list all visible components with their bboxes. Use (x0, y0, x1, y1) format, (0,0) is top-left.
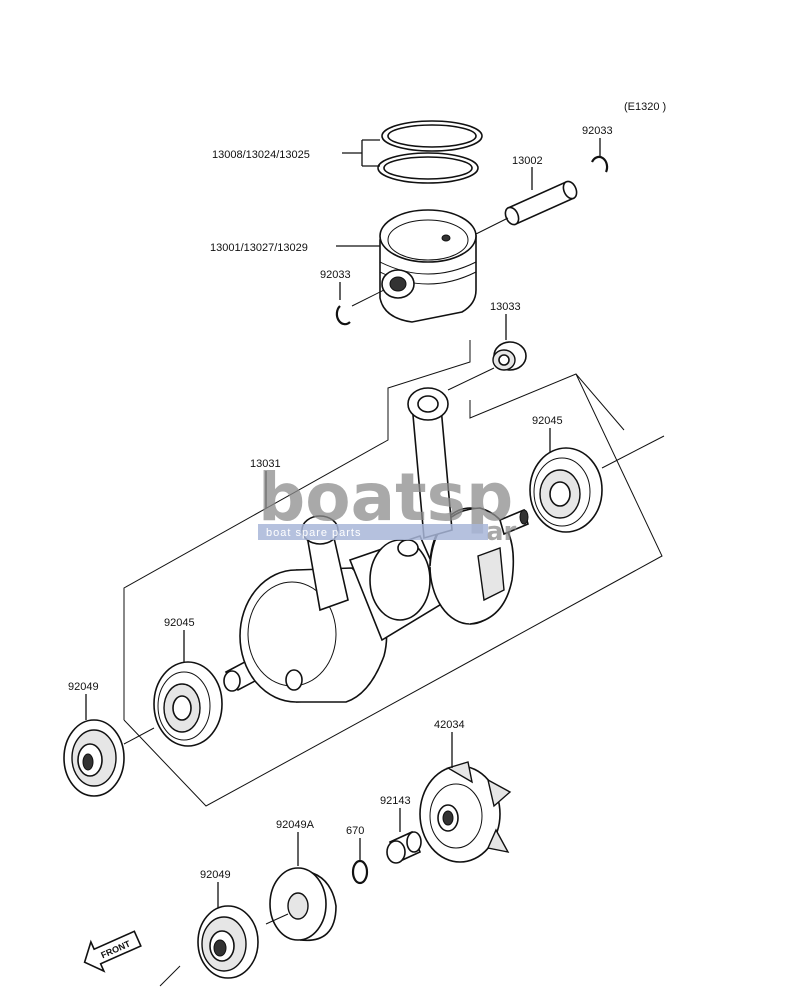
clip-left[interactable] (335, 305, 351, 326)
needle-bearing[interactable] (492, 341, 527, 371)
front-arrow: FRONT (83, 930, 142, 973)
label-seal-bottom: 92049 (200, 869, 231, 881)
label-seal-a: 92049A (276, 819, 315, 831)
crankshaft[interactable] (223, 387, 529, 703)
label-crankshaft: 13031 (250, 458, 281, 470)
label-piston: 13001/13027/13029 (210, 242, 308, 254)
label-pin: 13002 (512, 155, 543, 167)
label-bearing-right: 92045 (532, 415, 563, 427)
label-bearing-left: 92045 (164, 617, 195, 629)
label-collar: 92143 (380, 795, 411, 807)
label-needle-bearing: 13033 (490, 301, 521, 313)
piston-pin[interactable] (503, 179, 579, 226)
piston[interactable] (379, 209, 477, 323)
seal-bottom[interactable] (197, 905, 259, 979)
clip-top[interactable] (591, 155, 609, 173)
impeller[interactable] (419, 761, 512, 863)
piston-rings[interactable] (377, 120, 483, 184)
bearing-right[interactable] (529, 447, 603, 533)
svg-text:ar: ar (486, 517, 517, 547)
svg-text:boatsp: boatsp (258, 459, 513, 536)
label-impeller: 42034 (434, 719, 465, 731)
diagram-code: (E1320 ) (624, 101, 666, 113)
label-oring: 670 (346, 825, 364, 837)
seal-left[interactable] (63, 719, 125, 797)
o-ring[interactable] (351, 859, 369, 885)
svg-text:boat spare parts: boat spare parts (266, 527, 362, 539)
label-seal-left: 92049 (68, 681, 99, 693)
assembly-bracket (123, 340, 663, 807)
watermark-logo: boatsp ar boat spare parts (258, 459, 517, 547)
collar[interactable] (386, 830, 422, 864)
seal-a[interactable] (269, 867, 337, 942)
label-clip-left: 92033 (320, 269, 351, 281)
label-rings: 13008/13024/13025 (212, 149, 310, 161)
label-clip-top: 92033 (582, 125, 613, 137)
bearing-left[interactable] (153, 661, 223, 747)
